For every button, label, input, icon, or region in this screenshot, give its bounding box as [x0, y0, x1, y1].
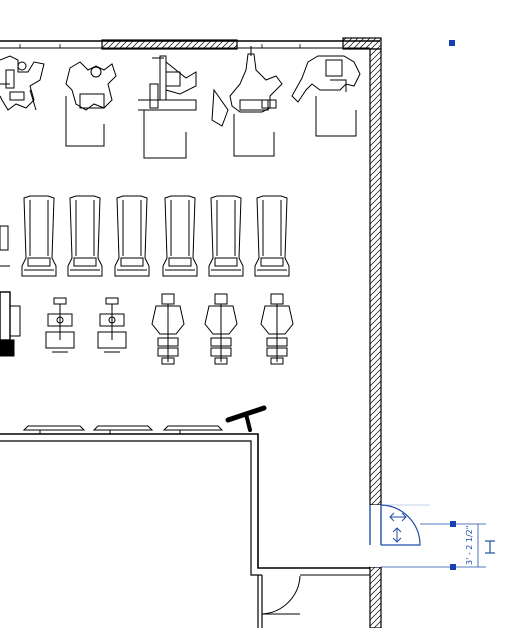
strength-machine[interactable] — [291, 55, 361, 137]
strength-machines — [0, 46, 361, 159]
top-window[interactable] — [101, 39, 238, 50]
treadmill[interactable] — [254, 195, 290, 277]
upright-bike[interactable] — [97, 297, 127, 353]
ellipticals — [45, 293, 294, 365]
selected-door[interactable]: 3' - 2 1/2" — [369, 40, 495, 570]
treadmill[interactable] — [208, 195, 244, 277]
selection-grip[interactable] — [450, 564, 456, 570]
right-wall-lower[interactable] — [369, 566, 382, 628]
strength-machine[interactable] — [138, 55, 197, 159]
left-edge-equipment[interactable] — [0, 225, 21, 357]
elliptical[interactable] — [260, 293, 294, 365]
corridor-door-swing[interactable] — [261, 575, 301, 615]
walls[interactable] — [0, 37, 382, 628]
top-right-column[interactable] — [342, 37, 382, 50]
treadmills — [21, 195, 290, 277]
wall-station[interactable] — [162, 425, 224, 431]
text-cursor-icon[interactable] — [485, 540, 495, 554]
strength-machine[interactable] — [211, 46, 283, 157]
wall-station[interactable] — [92, 425, 154, 431]
treadmill[interactable] — [67, 195, 103, 277]
treadmill[interactable] — [21, 195, 57, 277]
door-swing-icon[interactable] — [389, 512, 407, 543]
elliptical[interactable] — [151, 293, 185, 365]
treadmill[interactable] — [162, 195, 198, 277]
treadmill[interactable] — [114, 195, 150, 277]
elliptical[interactable] — [204, 293, 238, 365]
right-wall-upper[interactable] — [369, 48, 382, 506]
wall-stations — [22, 425, 224, 434]
partition-inner[interactable] — [0, 440, 258, 576]
dimension-label[interactable]: 3' - 2 1/2" — [465, 526, 474, 565]
wall-station[interactable] — [22, 425, 86, 431]
partition-outer[interactable] — [0, 433, 370, 569]
upright-bike[interactable] — [45, 297, 75, 353]
strength-machine[interactable] — [0, 55, 45, 111]
strength-machine[interactable] — [65, 61, 117, 147]
selection-grip[interactable] — [450, 521, 456, 527]
selection-grip[interactable] — [449, 40, 455, 46]
door-swing-arc[interactable] — [380, 504, 421, 546]
wall-fixture[interactable] — [225, 405, 267, 432]
